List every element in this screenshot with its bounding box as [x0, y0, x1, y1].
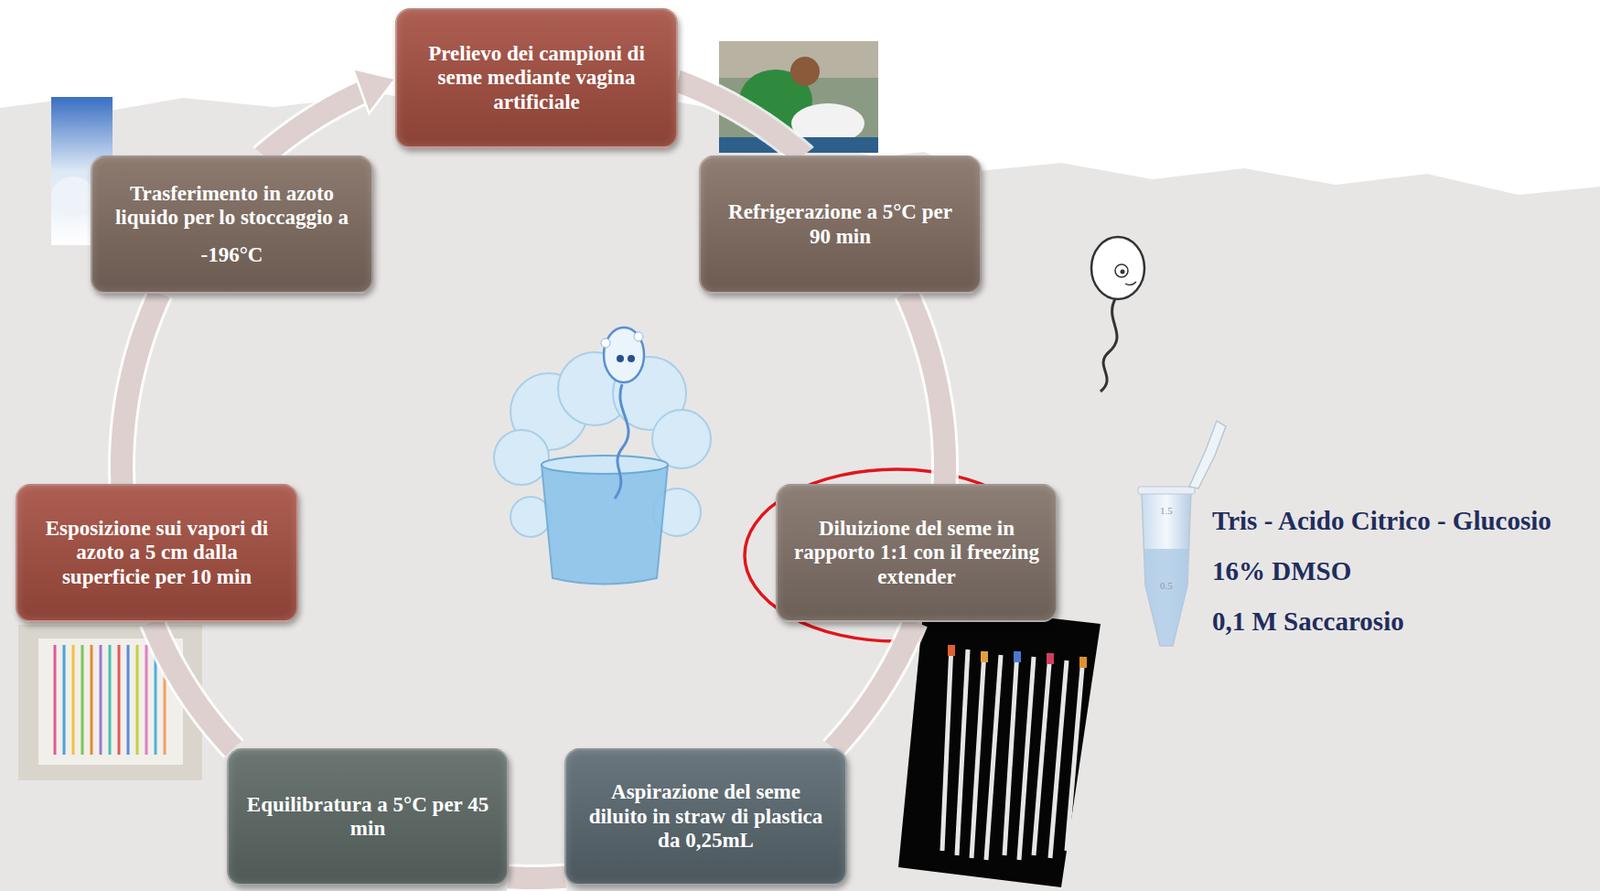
extender-component-holder: 16% DMSO	[1212, 556, 1352, 587]
straw-cap	[1013, 651, 1021, 663]
ice-crystal	[633, 332, 644, 342]
arrow-band	[121, 293, 161, 485]
arrow-band-rim	[151, 622, 234, 749]
straw	[956, 649, 968, 856]
beaker	[541, 464, 668, 585]
straw	[1004, 651, 1018, 856]
tube-cap	[1189, 420, 1226, 489]
beaker-rim	[541, 455, 668, 474]
photo-straws	[54, 644, 165, 755]
straw-line	[81, 644, 85, 755]
extender-component-holder: Tris - Acido Citrico - Glucosio	[1212, 505, 1552, 537]
straw	[942, 644, 952, 851]
arrow-head	[353, 68, 396, 114]
torn-paper-band	[0, 94, 1600, 891]
straw-cap	[947, 644, 956, 656]
straw-cap	[980, 651, 988, 663]
straw-line	[108, 644, 112, 755]
arrow-band	[263, 90, 367, 157]
sperm-head	[1091, 236, 1145, 300]
arrow-band-rim	[508, 877, 566, 879]
cycle-arrow	[121, 293, 161, 485]
arrow-band-rim	[833, 622, 915, 750]
straw	[1066, 656, 1084, 851]
step-text: Prelievo dei campioni di seme mediante v…	[411, 42, 662, 115]
step-text: Diluizione del seme in rapporto 1:1 con …	[792, 516, 1042, 590]
process-box: Trasferimento in azoto liquido per lo st…	[90, 155, 374, 294]
tube-graduation-holder: 1.5	[1159, 501, 1173, 518]
step-text: Refrigerazione a 5°C per 90 min	[715, 200, 966, 249]
step-text: Aspirazione del seme diluito in straw di…	[580, 780, 831, 853]
straw-line	[145, 644, 149, 755]
step-text: Trasferimento in azoto liquido per lo st…	[107, 182, 357, 231]
straw	[1019, 656, 1034, 860]
straw-line	[72, 644, 76, 755]
process-box: Prelievo dei campioni di seme mediante v…	[395, 8, 678, 149]
step-text: Equilibratura a 5°C per 45 min	[243, 793, 493, 842]
tube-graduation: 0.5	[1159, 579, 1173, 591]
cycle-arrow	[677, 81, 804, 157]
cycle-arrow	[906, 293, 945, 485]
step-text: -196°C	[201, 243, 264, 268]
tube-liquid	[1144, 548, 1189, 646]
sperm-eye	[1115, 264, 1128, 278]
extender-component: 0,1 M Saccarosio	[1212, 606, 1405, 636]
process-box: Equilibratura a 5°C per 45 min	[226, 748, 509, 886]
arrow-band-rim	[677, 81, 804, 157]
arrow-band	[151, 622, 234, 749]
cycle-arrow	[508, 877, 566, 879]
arrow-band	[677, 81, 804, 157]
step-text: Esposizione sui vapori di azoto a 5 cm d…	[32, 516, 282, 590]
straw-line	[90, 644, 94, 755]
arrow-band	[833, 622, 915, 750]
photo-straws-black	[898, 603, 1101, 888]
ice-sperm-head	[603, 327, 645, 383]
ice-crystal	[601, 338, 611, 348]
cycle-arrow	[263, 68, 396, 156]
arrow-band-rim	[906, 293, 945, 485]
process-box: Esposizione sui vapori di azoto a 5 cm d…	[15, 483, 299, 623]
process-box: Aspirazione del seme diluito in straw di…	[564, 748, 848, 886]
straw	[971, 651, 985, 859]
straw-line	[136, 644, 140, 755]
sperm-smile	[1125, 281, 1137, 286]
sperm-tail	[1100, 297, 1117, 392]
ice-cloud	[652, 409, 711, 469]
tube-graduation-holder: 0.5	[1159, 576, 1173, 593]
ice-sperm-eye	[627, 354, 635, 363]
ice-sperm-tail	[614, 384, 629, 499]
straw-cap	[1046, 653, 1054, 665]
straw-line	[99, 644, 103, 755]
straw	[986, 655, 1001, 860]
straw-line	[53, 644, 57, 755]
process-box: Diluizione del seme in rapporto 1:1 con …	[775, 483, 1058, 623]
straw-line	[127, 644, 130, 755]
cycle-arrow	[833, 622, 915, 750]
sperm-cartoon	[1091, 236, 1145, 392]
photo-head	[790, 56, 820, 86]
extender-component: Tris - Acido Citrico - Glucosio	[1212, 505, 1552, 536]
arrow-band	[906, 293, 945, 485]
process-box: Refrigerazione a 5°C per 90 min	[698, 155, 982, 294]
straw-line	[63, 644, 66, 755]
straws	[942, 644, 1087, 860]
sperm-pupil	[1120, 269, 1126, 275]
straw-line	[118, 644, 121, 755]
straw-cap	[1079, 656, 1087, 668]
straw	[1050, 660, 1067, 859]
ice-sperm-eye	[616, 354, 624, 363]
ice-beaker-illustration	[493, 327, 711, 585]
photo-vapour	[51, 176, 96, 217]
extender-component: 16% DMSO	[1212, 556, 1352, 586]
ice-cloud	[493, 429, 549, 485]
extender-component-holder: 0,1 M Saccarosio	[1212, 606, 1405, 637]
tube-graduation: 1.5	[1159, 504, 1173, 516]
straw	[1033, 653, 1051, 856]
arrow-band-rim	[121, 293, 161, 485]
arrow-band-rim	[263, 90, 367, 157]
cycle-arrow	[151, 622, 234, 749]
arrow-band	[508, 877, 566, 879]
tube-rim	[1138, 486, 1195, 494]
tube-body	[1141, 492, 1192, 646]
